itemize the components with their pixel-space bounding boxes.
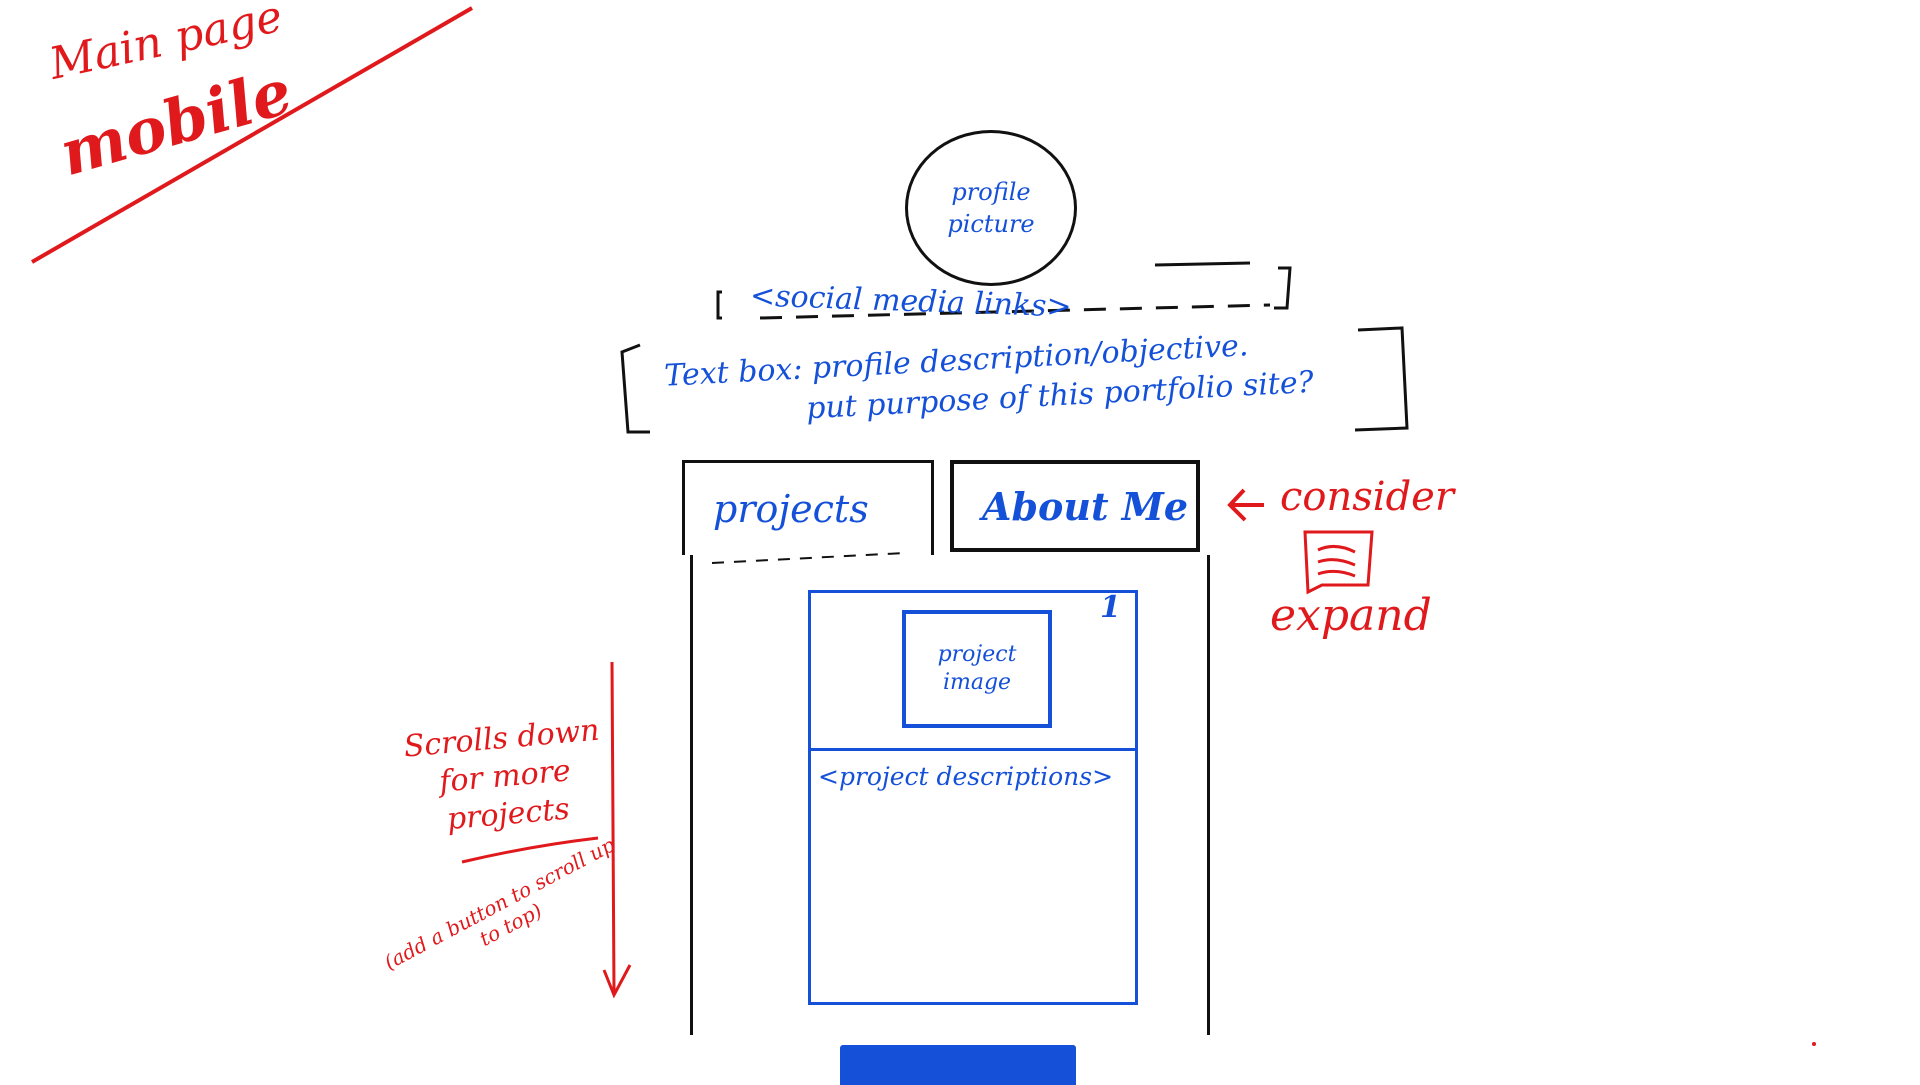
projects-panel bbox=[690, 555, 1210, 1035]
project-image: project image bbox=[902, 610, 1052, 728]
tab-projects[interactable]: projects bbox=[682, 460, 934, 555]
project-description: <project descriptions> bbox=[818, 762, 1114, 791]
title-underline bbox=[31, 6, 473, 264]
scroll-annotation: Scrolls down for more projects bbox=[402, 712, 601, 838]
scroll-down-arrow bbox=[602, 661, 632, 999]
tab-dashed-line bbox=[711, 552, 906, 564]
next-project-card[interactable] bbox=[840, 1045, 1076, 1085]
social-links-bracket bbox=[716, 261, 1292, 320]
project-card[interactable] bbox=[808, 590, 1138, 1005]
profile-picture[interactable]: profile picture bbox=[905, 130, 1077, 286]
consider-arrow bbox=[1227, 488, 1264, 522]
project-image-label: project image bbox=[937, 642, 1017, 695]
stray-dot bbox=[1812, 1042, 1816, 1046]
expand-annotation: expand bbox=[1270, 590, 1432, 641]
scroll-text-underline bbox=[461, 836, 599, 864]
project-card-number: 1 bbox=[1100, 590, 1121, 625]
document-icon bbox=[1303, 530, 1374, 595]
tab-about-me[interactable]: About Me bbox=[950, 460, 1200, 552]
description-bracket bbox=[620, 326, 1409, 434]
consider-annotation: consider bbox=[1280, 474, 1454, 520]
card-divider bbox=[808, 748, 1138, 751]
profile-picture-label: profile picture bbox=[947, 178, 1035, 238]
